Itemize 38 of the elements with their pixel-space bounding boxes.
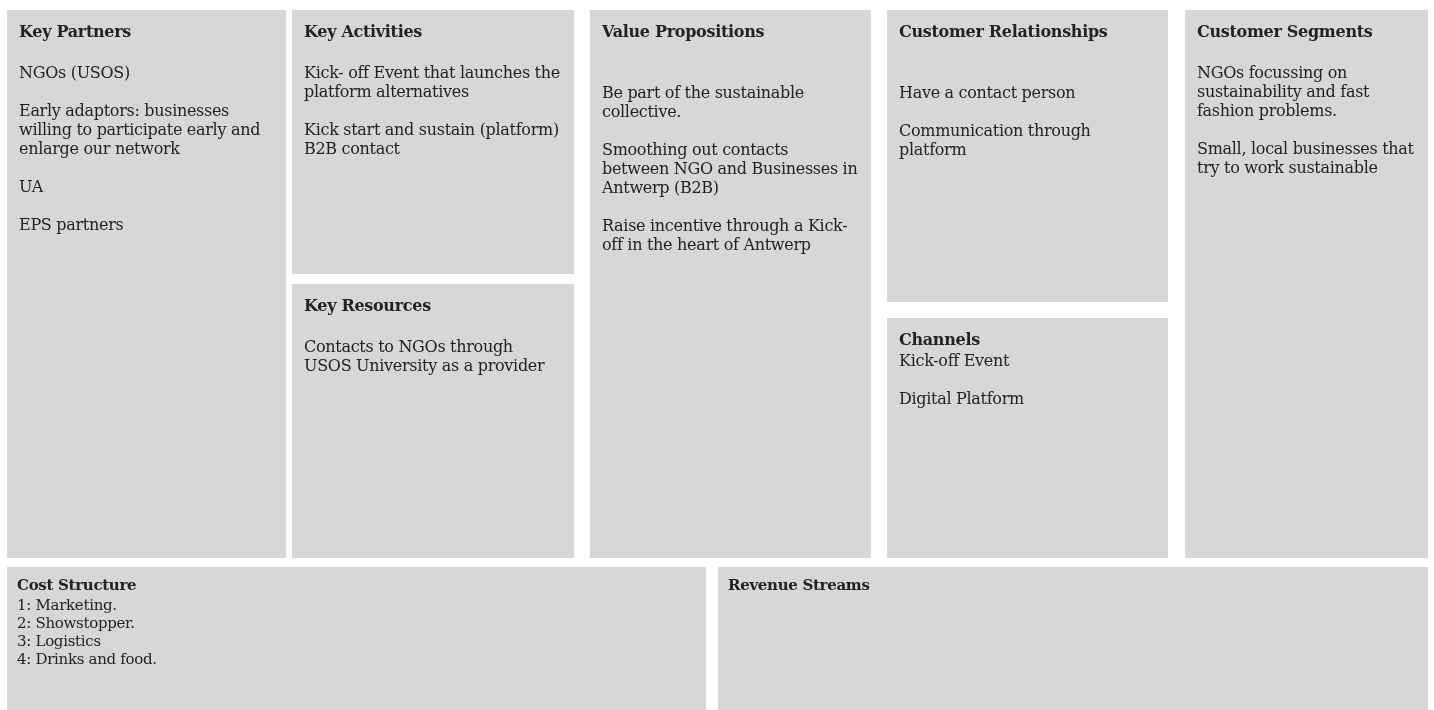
section-text: NGOs (USOS)	[19, 63, 131, 82]
section-text: Digital Platform	[899, 389, 1025, 408]
section-text: Kick start and sustain (platform) B2B contact	[304, 120, 560, 158]
section-text: Smoothing out contacts between NGO and Businesses in Antwerp (B2B)	[602, 140, 859, 197]
section-text: 3: Logistics	[17, 632, 102, 650]
section-text: UA	[19, 177, 45, 196]
section-text: 2: Showstopper.	[17, 614, 136, 632]
section-text: Be part of the sustainable collective.	[602, 83, 805, 121]
section-text: Communication through platform	[899, 121, 1092, 159]
section-text: Small, local businesses that try to work sustainable	[1197, 139, 1415, 177]
section-text: Early adaptors: businesses willing to participate early and enlarge our network	[19, 101, 262, 158]
section-heading: Key Resources	[304, 296, 431, 315]
section-text: Raise incentive through a Kick-off in the heart of Antwerp	[602, 216, 849, 254]
canvas-section	[292, 10, 574, 274]
section-heading: Revenue Streams	[728, 576, 870, 594]
section-heading: Cost Structure	[17, 576, 137, 594]
section-text: NGOs focussing on sustainability and fast fashion problems.	[1197, 63, 1371, 120]
section-heading: Channels	[899, 330, 980, 349]
section-text: Contacts to NGOs through USOS University as a provider	[304, 337, 546, 375]
canvas-section	[1185, 10, 1428, 558]
canvas-section	[590, 10, 871, 558]
section-text: 1: Marketing.	[17, 596, 118, 614]
section-text: Kick-off Event	[899, 351, 1011, 370]
section-text: 4: Drinks and food.	[17, 650, 158, 668]
section-heading: Key Activities	[304, 22, 423, 41]
section-text: Kick- off Event that launches the platform alternatives	[304, 63, 561, 101]
section-text: EPS partners	[19, 215, 125, 234]
section-heading: Value Propositions	[602, 22, 765, 41]
canvas-section	[7, 567, 706, 710]
section-heading: Customer Relationships	[899, 22, 1108, 41]
section-heading: Customer Segments	[1197, 22, 1373, 41]
canvas-section	[887, 318, 1168, 558]
canvas-section	[292, 284, 574, 558]
canvas-section	[7, 10, 286, 558]
section-text: Have a contact person	[899, 83, 1077, 102]
canvas-section	[718, 567, 1428, 710]
canvas-section	[887, 10, 1168, 302]
section-heading: Key Partners	[19, 22, 132, 41]
